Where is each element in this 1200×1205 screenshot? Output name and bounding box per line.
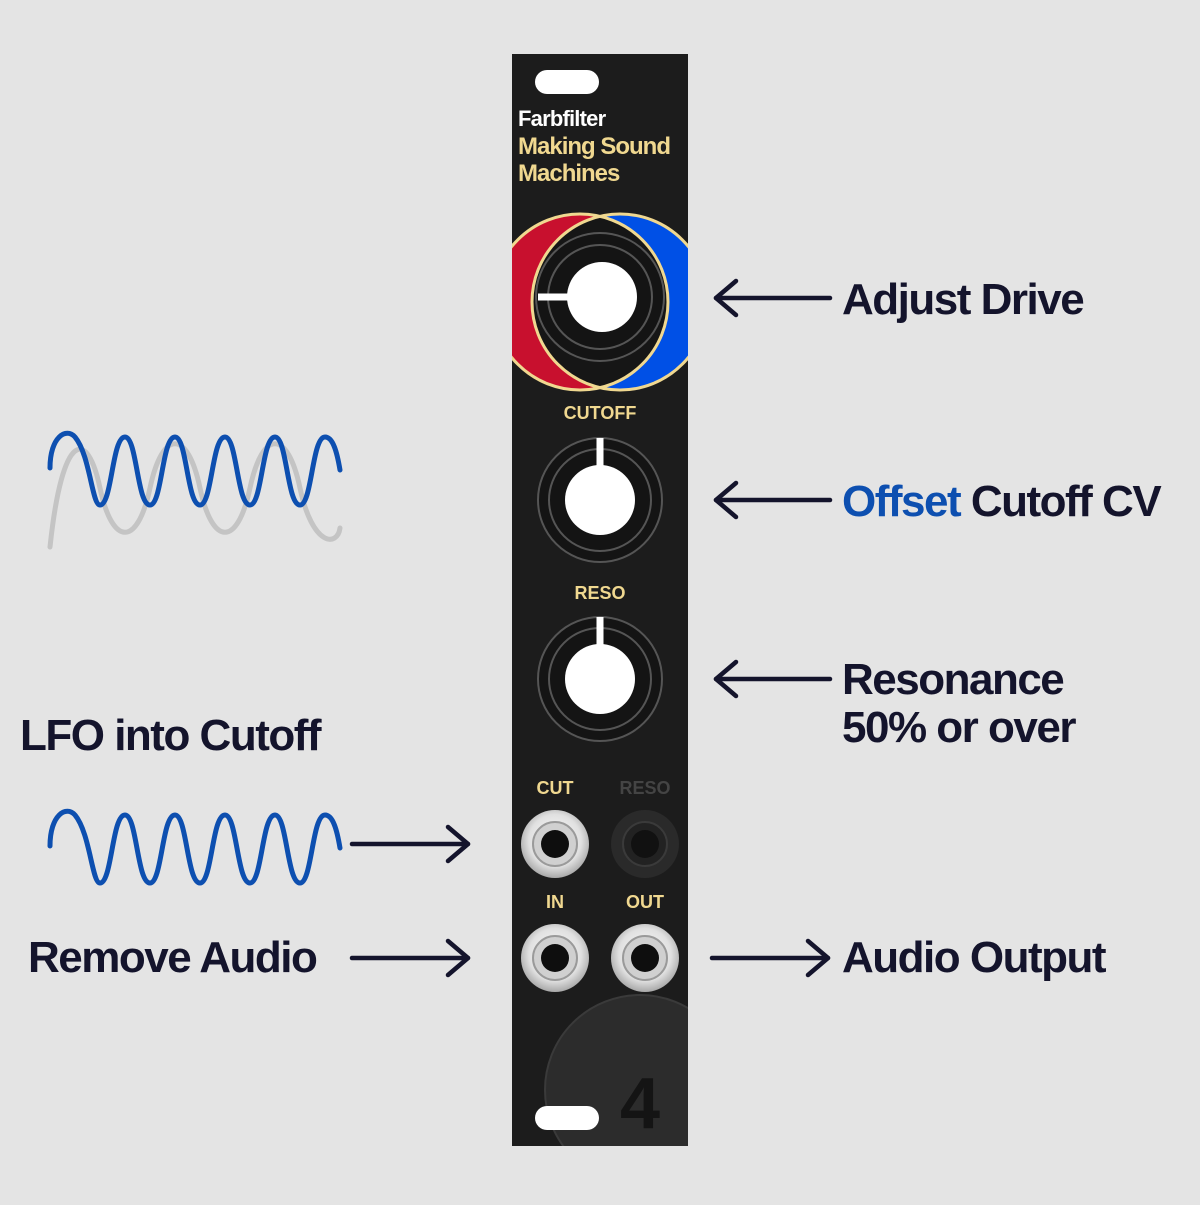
arrow-right-icon — [349, 824, 471, 864]
reso-knob-icon[interactable] — [537, 616, 663, 742]
annotation-offset-cutoff: Offset Cutoff CV — [842, 477, 1162, 526]
mounting-slot-icon — [535, 70, 599, 94]
brand-subtitle-line2: Machines — [518, 160, 620, 187]
module-panel: Farbfilter Making Sound Machines CUTOFF … — [512, 54, 688, 1146]
annotation-resonance-line1: Resonance — [842, 655, 1065, 704]
annotation-offset-word: Offset — [842, 477, 962, 526]
sine-wave-icon — [47, 430, 343, 508]
arrow-left-icon — [713, 278, 833, 318]
annotation-resonance-line2: 50% or over — [842, 703, 1076, 752]
drive-knob-icon[interactable] — [535, 232, 665, 362]
annotation-remove-audio: Remove Audio — [28, 933, 318, 982]
arrow-right-icon — [709, 938, 831, 978]
badge-number: 4 — [620, 1064, 660, 1144]
jack-out[interactable] — [611, 924, 679, 992]
reso-knob-label: RESO — [574, 583, 625, 603]
brand-name: Farbfilter — [518, 106, 607, 131]
arrow-left-icon — [713, 480, 833, 520]
annotation-adjust-drive: Adjust Drive — [842, 275, 1085, 324]
cutoff-knob-icon[interactable] — [537, 437, 663, 563]
jack-cut-label: CUT — [537, 778, 574, 798]
blue-circle-outline — [530, 212, 688, 392]
mounting-slot-icon — [535, 1106, 599, 1130]
sine-wave-icon — [47, 808, 343, 886]
cutoff-knob-label: CUTOFF — [564, 403, 637, 423]
jack-reso-label: RESO — [619, 778, 670, 798]
arrow-left-icon — [713, 659, 833, 699]
jack-cut[interactable] — [521, 810, 589, 878]
annotation-lfo-into-cutoff: LFO into Cutoff — [20, 711, 322, 760]
jack-in-label: IN — [546, 892, 564, 912]
annotation-audio-output: Audio Output — [842, 933, 1107, 982]
arrow-right-icon — [349, 938, 471, 978]
jack-out-label: OUT — [626, 892, 664, 912]
brand-subtitle-line1: Making Sound — [518, 133, 670, 160]
red-circle-outline — [512, 212, 670, 392]
jack-in[interactable] — [521, 924, 589, 992]
sine-wave-icon — [47, 441, 343, 550]
annotation-cutoff-rest: Cutoff CV — [960, 477, 1162, 526]
jack-reso[interactable] — [611, 810, 679, 878]
